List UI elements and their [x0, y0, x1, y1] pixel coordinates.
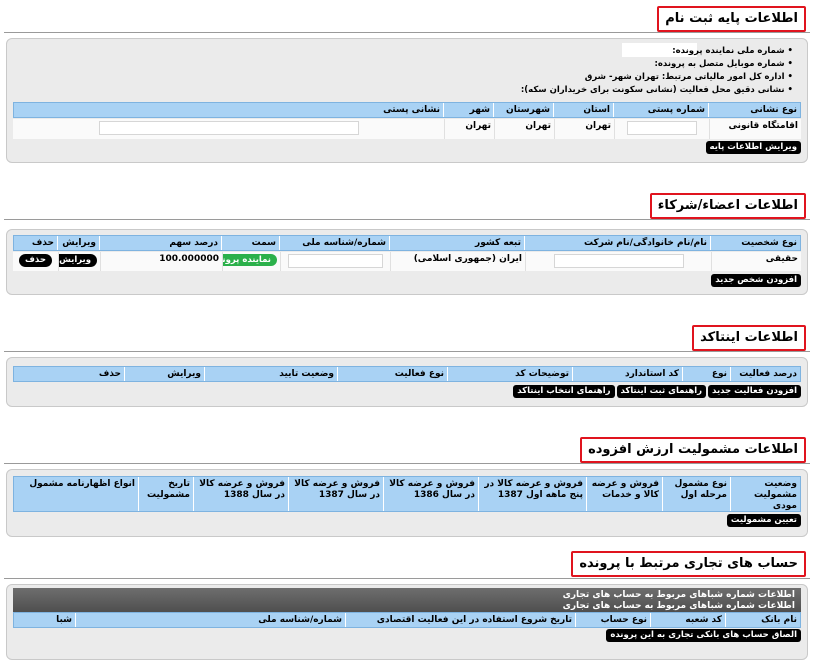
col-sales-1386: فروش و عرضه کالا در سال 1386 — [383, 477, 478, 511]
col-activity-percent: درصد فعالیت — [730, 367, 800, 381]
edit-member-button[interactable]: ویرایش — [59, 254, 97, 267]
table-row: حقیقی ایران (جمهوری اسلامی) نماینده پرون… — [13, 252, 801, 271]
col-province: استان — [553, 103, 613, 117]
list-item: نشانی دقیق محل فعالیت (نشانی سکونت برای … — [521, 84, 793, 97]
col-national-id: شماره/شناسه ملی — [279, 236, 389, 250]
cell-role: نماینده پرونده — [222, 252, 280, 271]
edit-basic-info-button[interactable]: ویرایش اطلاعات پایه — [705, 141, 801, 154]
cell-name — [525, 252, 711, 271]
divider — [4, 219, 810, 220]
divider — [4, 351, 810, 352]
enamad-table-header: درصد فعالیت نوع کد استاندارد توضیحات کد … — [13, 366, 801, 382]
col-vat-status: وضعیت مشمولیت مودی — [730, 477, 800, 511]
col-city: شهر — [443, 103, 493, 117]
col-share: درصد سهم — [99, 236, 221, 250]
col-sales-1387: فروش و عرضه کالا در سال 1387 — [288, 477, 383, 511]
role-badge: نماینده پرونده — [223, 254, 277, 266]
col-standard-code: کد استاندارد — [572, 367, 682, 381]
members-title: اطلاعات اعضاء/شرکاء — [649, 193, 806, 219]
basic-info-list: شماره ملی نماینده پرونده: شماره موبایل م… — [521, 45, 793, 97]
list-item: شماره موبایل متصل به پرونده: — [521, 58, 793, 71]
col-name: نام/نام خانوادگی/نام شرکت — [524, 236, 710, 250]
col-first-stage-type: نوع مشمول مرحله اول — [662, 477, 730, 511]
cell-edit: ویرایش — [58, 252, 100, 271]
col-start-date: تاریخ شروع استفاده در این فعالیت اقتصادی — [345, 613, 575, 627]
enamad-register-guide-button[interactable]: راهنمای ثبت اینتاکد — [616, 385, 707, 398]
attach-bank-accounts-button[interactable]: الصاق حساب های بانکی تجاری به این پرونده — [606, 629, 801, 642]
col-sales-1388: فروش و عرضه کالا در سال 1388 — [193, 477, 288, 511]
add-activity-button[interactable]: افزودن فعالیت جدید — [708, 385, 801, 398]
cell-city: تهران — [444, 119, 494, 139]
cell-county: تهران — [494, 119, 554, 139]
col-sheba: شبا — [56, 615, 72, 625]
col-activity-type: نوع فعالیت — [337, 367, 447, 381]
delete-member-button[interactable]: حذف — [19, 254, 52, 267]
vat-table-header: وضعیت مشمولیت مودی نوع مشمول مرحله اول ف… — [13, 476, 801, 512]
divider — [4, 578, 810, 579]
cell-share: 100.000000 — [100, 252, 222, 271]
members-table-header: نوع شخصیت نام/نام خانوادگی/نام شرکت تبعه… — [13, 235, 801, 251]
col-code-description: توضیحات کد — [447, 367, 572, 381]
divider — [4, 32, 810, 33]
bar-line: اطلاعات شماره شباهای مربوط به حساب های ت… — [562, 601, 795, 611]
members-panel: نوع شخصیت نام/نام خانوادگی/نام شرکت تبعه… — [6, 229, 808, 295]
col-national-id: شماره/شناسه ملی — [75, 613, 345, 627]
col-role: سمت — [221, 236, 279, 250]
col-nationality: تبعه کشور — [389, 236, 524, 250]
accounts-panel: اطلاعات شماره شباهای مربوط به حساب های ت… — [6, 584, 808, 660]
cell-nationality: ایران (جمهوری اسلامی) — [390, 252, 525, 271]
col-vat-date: تاریخ مشمولیت — [138, 477, 193, 511]
col-edit: ویرایش — [57, 236, 99, 250]
vat-title: اطلاعات مشمولیت ارزش افزوده — [580, 437, 806, 463]
cell-province: تهران — [554, 119, 614, 139]
col-county: شهرستان — [493, 103, 553, 117]
table-row: اقامتگاه قانونی تهران تهران تهران — [13, 119, 801, 139]
list-item: شماره ملی نماینده پرونده: — [521, 45, 793, 58]
basic-info-panel: شماره ملی نماینده پرونده: شماره موبایل م… — [6, 38, 808, 163]
col-type: نوع — [682, 367, 730, 381]
col-delete: حذف — [98, 369, 121, 379]
col-postal-code: شماره پستی — [613, 103, 708, 117]
col-person-type: نوع شخصیت — [710, 236, 800, 250]
add-person-button[interactable]: افزودن شخص جدید — [711, 274, 801, 287]
divider — [4, 463, 810, 464]
col-return-types: انواع اظهارنامه مشمول — [29, 479, 135, 489]
bar-line: اطلاعات شماره شباهای مربوط به حساب های ت… — [562, 590, 795, 600]
enamad-panel: درصد فعالیت نوع کد استاندارد توضیحات کد … — [6, 357, 808, 407]
col-postal-address: نشانی پستی — [383, 105, 440, 115]
col-address-type: نوع نشانی — [708, 103, 800, 117]
col-sales-5month-1387: فروش و عرضه کالا در پنج ماهه اول 1387 — [478, 477, 586, 511]
accounts-title: حساب های تجاری مرتبط با پرونده — [571, 551, 806, 577]
cell-delete: حذف — [13, 252, 58, 271]
enamad-title: اطلاعات اینتاکد — [692, 325, 806, 351]
accounts-info-bar: اطلاعات شماره شباهای مربوط به حساب های ت… — [13, 588, 801, 614]
col-edit: ویرایش — [124, 367, 204, 381]
col-approval-status: وضعیت تایید — [204, 367, 337, 381]
col-delete: حذف — [31, 238, 54, 248]
list-item: اداره کل امور مالیاتی مرتبط: تهران شهر- … — [521, 71, 793, 84]
col-branch-code: کد شعبه — [650, 613, 725, 627]
col-bank-name: نام بانک — [725, 613, 800, 627]
col-sales-goods-services: فروش و عرضه کالا و خدمات — [586, 477, 662, 511]
cell-address-type: اقامتگاه قانونی — [709, 119, 801, 139]
vat-panel: وضعیت مشمولیت مودی نوع مشمول مرحله اول ف… — [6, 469, 808, 537]
determine-vat-button[interactable]: تعیین مشمولیت — [726, 514, 801, 527]
enamad-select-guide-button[interactable]: راهنمای انتخاب اینتاکد — [513, 385, 615, 398]
cell-national-id — [280, 252, 390, 271]
col-account-type: نوع حساب — [575, 613, 650, 627]
accounts-table-header: نام بانک کد شعبه نوع حساب تاریخ شروع است… — [13, 612, 801, 628]
cell-postal-address — [13, 119, 444, 139]
basic-info-title: اطلاعات پایه ثبت نام — [657, 6, 806, 32]
cell-postal-code — [614, 119, 709, 139]
address-table-header: نوع نشانی شماره پستی استان شهرستان شهر ن… — [13, 102, 801, 118]
cell-person-type: حقیقی — [711, 252, 801, 271]
